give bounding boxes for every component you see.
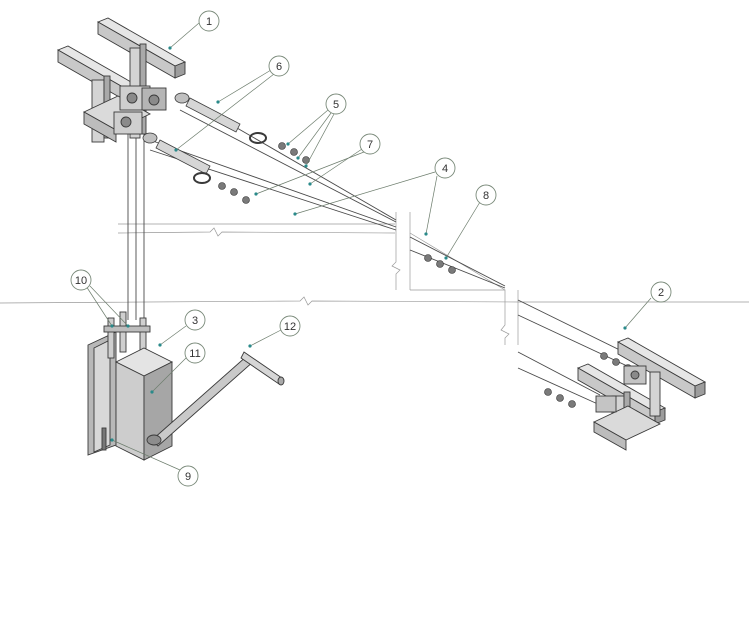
- callout-10: 10: [70, 269, 130, 328]
- callout-5-label: 5: [333, 99, 339, 111]
- callout-11: 11: [150, 342, 206, 394]
- turnbuckles: [142, 92, 267, 184]
- callout-9: 9: [110, 438, 199, 487]
- cables: [127, 94, 641, 406]
- callout-12: 12: [248, 315, 301, 348]
- callout-layer: 1 2 3 4 5: [70, 10, 672, 487]
- callout-8-label: 8: [483, 190, 489, 202]
- callout-7-label: 7: [367, 139, 373, 151]
- callout-4-label: 4: [442, 163, 448, 175]
- callout-4: 4: [293, 157, 456, 236]
- callout-5: 5: [286, 93, 347, 168]
- callout-7: 7: [254, 133, 381, 196]
- callout-10-label: 10: [75, 275, 87, 287]
- callout-2-label: 2: [658, 287, 664, 299]
- upper-left-bracket: [56, 17, 187, 143]
- callout-1: 1: [168, 10, 220, 50]
- callout-9-label: 9: [185, 471, 191, 483]
- callout-6-label: 6: [276, 61, 282, 73]
- callout-2: 2: [623, 281, 672, 330]
- callout-1-label: 1: [206, 16, 212, 28]
- lower-right-bracket: [576, 337, 707, 451]
- callout-3-label: 3: [192, 315, 198, 327]
- callout-8: 8: [444, 184, 497, 260]
- callout-12-label: 12: [284, 321, 296, 333]
- callout-11-label: 11: [189, 348, 200, 360]
- callout-3: 3: [158, 309, 206, 347]
- callout-6: 6: [174, 55, 290, 152]
- winch: [87, 311, 285, 461]
- wire-rope-clips: [218, 142, 632, 408]
